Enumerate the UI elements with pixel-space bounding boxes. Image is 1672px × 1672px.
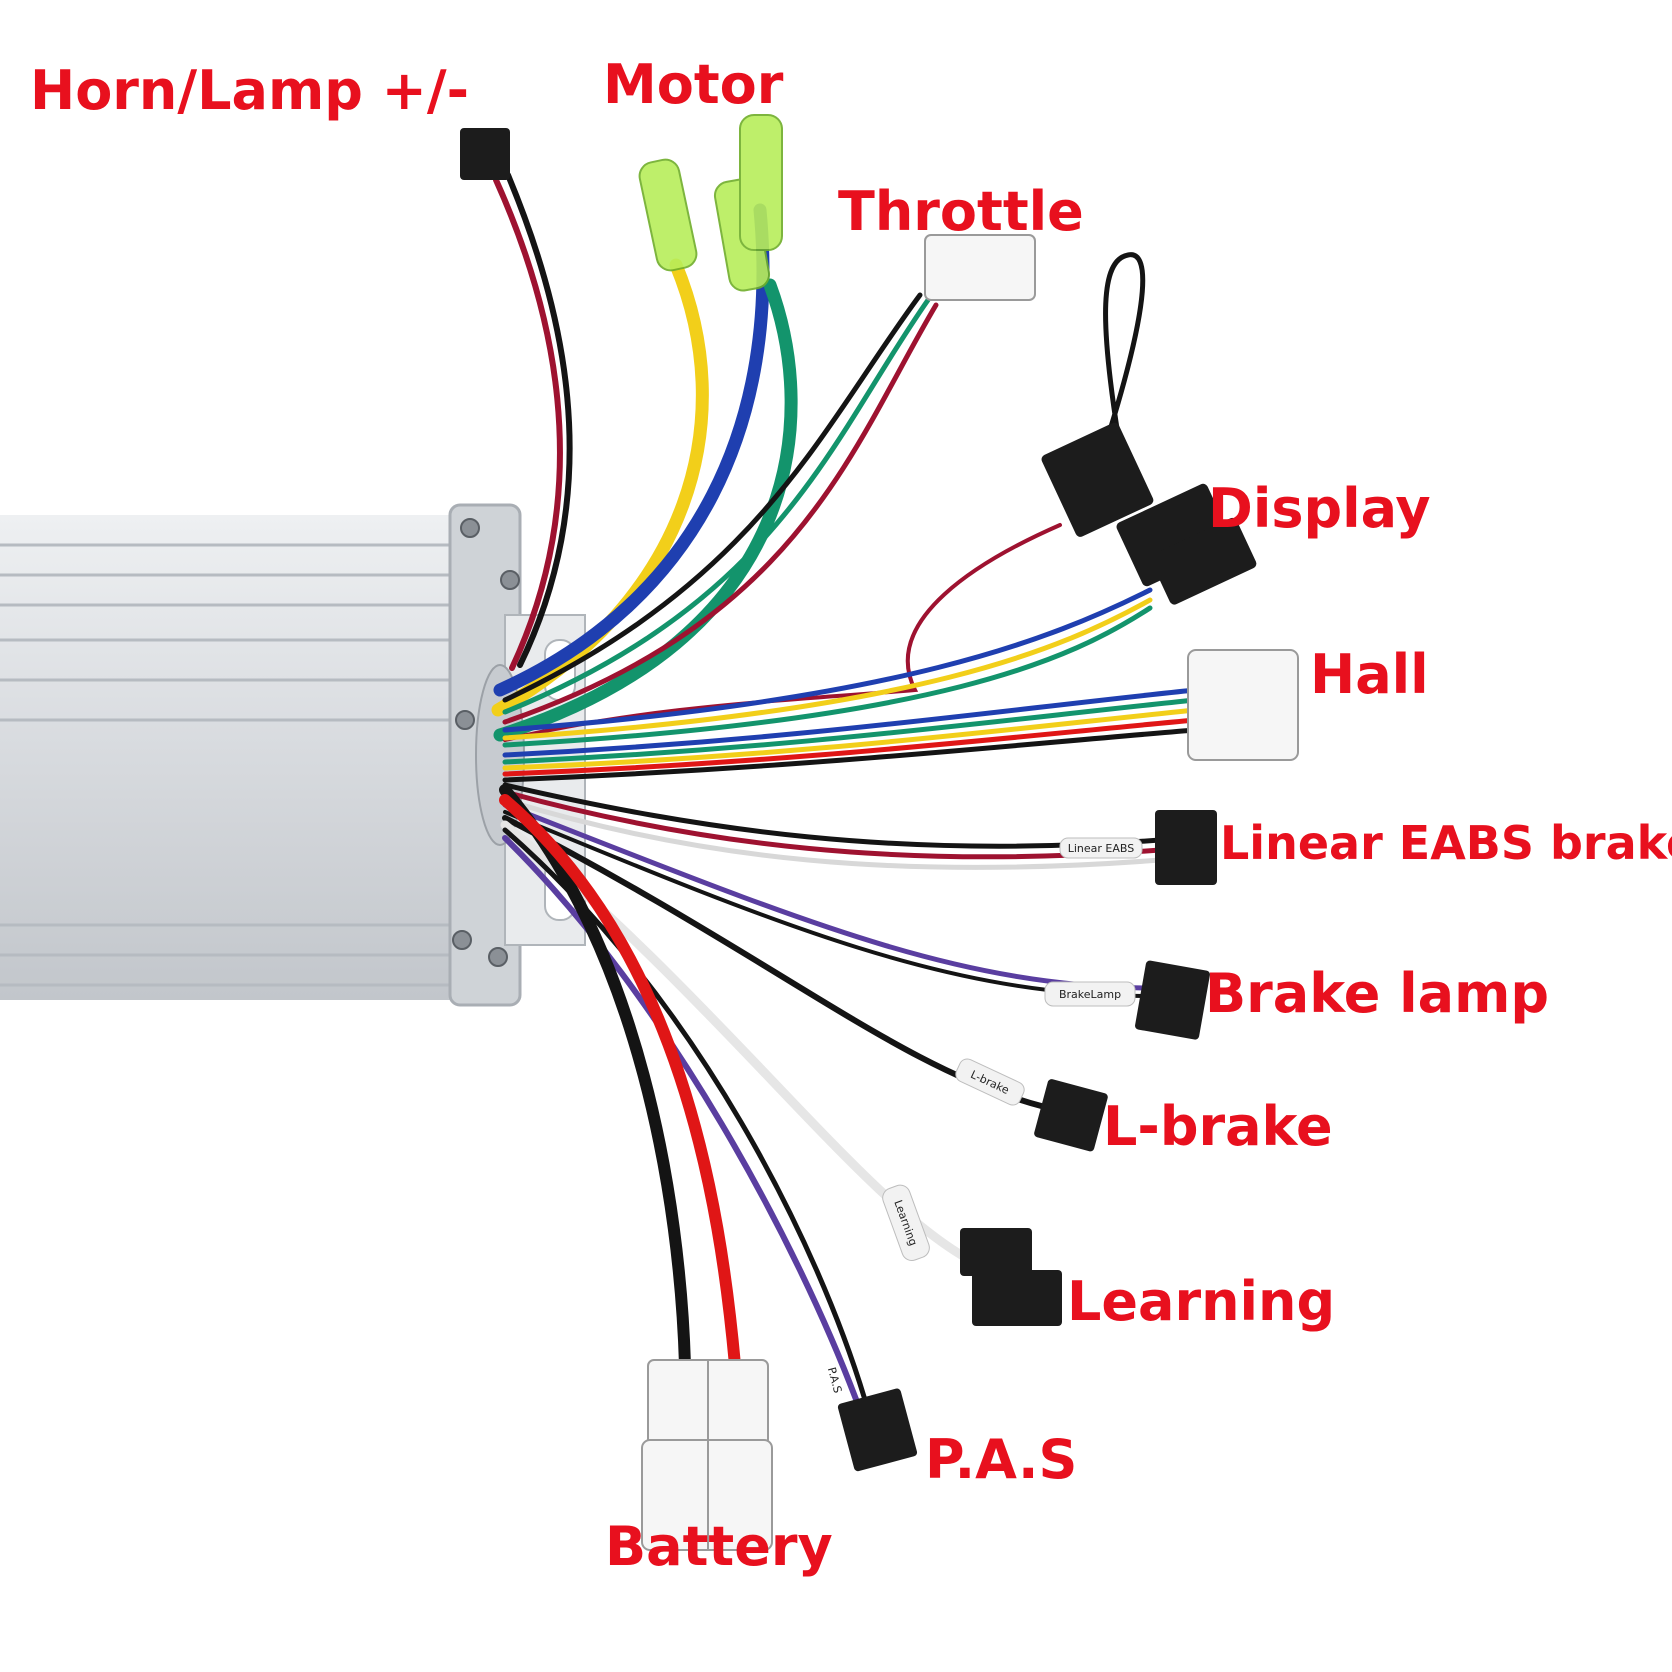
linear-eabs-connector-icon xyxy=(1155,810,1217,885)
pas-connector-icon xyxy=(837,1388,918,1472)
horn-lamp-connector-icon xyxy=(460,128,510,180)
learning-wire-tag: Learning xyxy=(882,1184,930,1261)
label-linear-eabs-brake: Linear EABS brake xyxy=(1220,816,1672,870)
label-display: Display xyxy=(1208,477,1431,540)
battery-wire-red xyxy=(499,794,741,1371)
brake-lamp-connector-icon xyxy=(1135,960,1210,1040)
learning-connector-icon xyxy=(960,1228,1062,1326)
pas-tag-text: P.A.S xyxy=(825,1366,844,1395)
display-loop-connector-icon xyxy=(1041,422,1154,537)
display-wire-blue xyxy=(502,587,1153,733)
linear-eabs-tag-text: Linear EABS xyxy=(1068,842,1135,855)
display-connector-icon xyxy=(1116,483,1257,605)
display-loop-wire xyxy=(1103,252,1146,438)
label-motor: Motor xyxy=(603,53,784,116)
battery-connector-icon xyxy=(641,1359,773,1551)
brake-lamp-wire-tag: BrakeLamp xyxy=(1044,981,1136,1007)
wire-bundle xyxy=(491,172,1198,1405)
brake-lamp-tag-text: BrakeLamp xyxy=(1059,988,1121,1001)
display-wire-green xyxy=(502,605,1153,748)
label-battery: Battery xyxy=(605,1515,833,1578)
l-brake-connector-icon xyxy=(1034,1079,1108,1152)
label-brake-lamp: Brake lamp xyxy=(1205,962,1549,1025)
controller-housing-icon xyxy=(0,503,586,1007)
throttle-wire-green xyxy=(502,297,931,715)
label-hall: Hall xyxy=(1310,643,1429,706)
l-brake-wire-tag: L-brake xyxy=(955,1058,1025,1106)
eabs-wire-red xyxy=(502,789,1163,860)
eabs-wire-black xyxy=(502,782,1163,849)
linear-eabs-wire-tag: Linear EABS xyxy=(1059,837,1143,859)
label-l-brake: L-brake xyxy=(1103,1095,1333,1158)
eabs-wire-white xyxy=(502,797,1163,870)
label-horn-lamp: Horn/Lamp +/- xyxy=(30,59,470,122)
throttle-wire-black xyxy=(502,292,923,703)
label-learning: Learning xyxy=(1067,1270,1336,1333)
throttle-connector-icon xyxy=(924,234,1036,301)
hall-wire-green xyxy=(502,697,1198,765)
label-throttle: Throttle xyxy=(838,180,1084,243)
motor-terminals-icon xyxy=(638,114,783,292)
connectors: Linear EABS BrakeLamp L-brake Learning xyxy=(460,114,1299,1551)
horn-lamp-wire-red xyxy=(493,177,563,671)
hall-wire-blue xyxy=(502,687,1198,758)
hall-wire-black xyxy=(502,727,1198,783)
motor-wire-blue xyxy=(493,203,770,697)
throttle-wire-red xyxy=(502,302,939,725)
horn-lamp-wire-black xyxy=(505,172,573,668)
hall-connector-icon xyxy=(1187,649,1299,761)
motor-wire-green xyxy=(493,278,798,742)
battery-wire-black xyxy=(499,784,691,1371)
pas-wire-tag: P.A.S xyxy=(825,1366,844,1395)
pas-wire-purple xyxy=(502,835,860,1405)
label-pas: P.A.S xyxy=(925,1428,1078,1491)
hall-wire-red xyxy=(502,717,1198,777)
motor-wire-yellow xyxy=(491,258,709,717)
hall-wire-yellow xyxy=(502,707,1198,771)
display-wire-yellow xyxy=(502,597,1153,741)
